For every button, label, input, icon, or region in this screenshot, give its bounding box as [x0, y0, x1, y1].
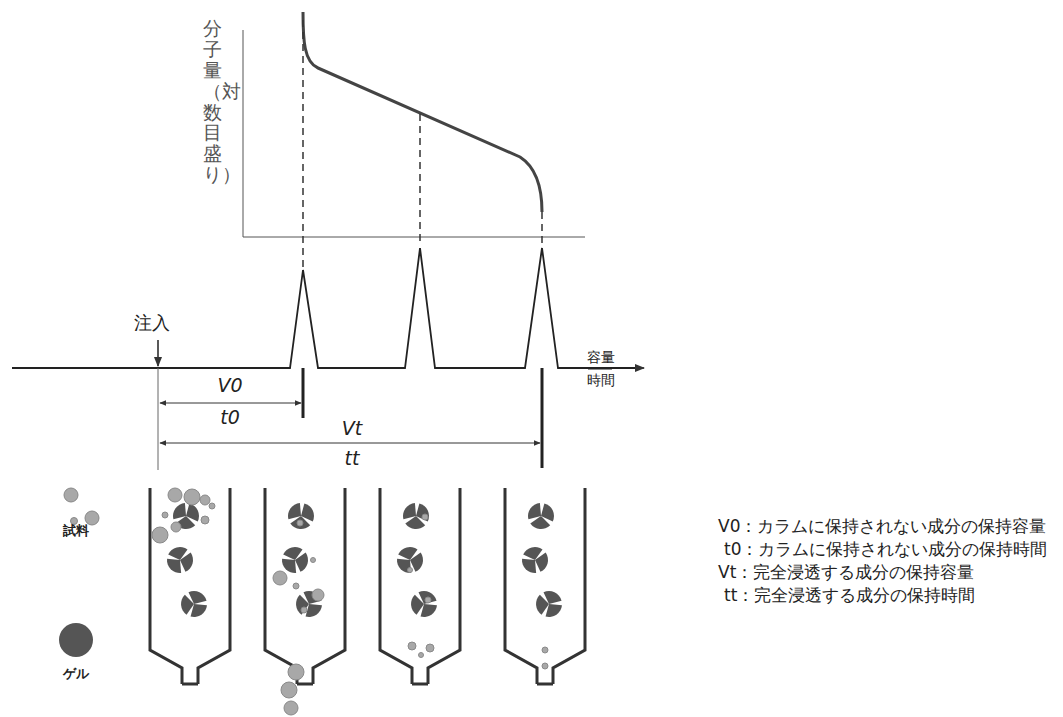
- column-tube: [505, 488, 585, 684]
- sample-particle: [209, 503, 215, 509]
- sample-particle: [426, 644, 434, 652]
- sample-particle: [312, 589, 324, 601]
- definition-note: t0：カラムに保持されない成分の保持時間: [724, 540, 1047, 560]
- sample-particle: [422, 514, 428, 520]
- gel-bead: [162, 542, 198, 578]
- sample-particle: [281, 682, 297, 698]
- sample-particle: [425, 597, 431, 603]
- peak-marker: [541, 368, 544, 468]
- sample-particle: [419, 653, 424, 658]
- inject-arrow: [157, 340, 159, 366]
- sample-particle: [301, 607, 307, 613]
- unit-bar: [588, 369, 612, 370]
- sample-particle: [297, 520, 303, 526]
- gel-bead: [295, 590, 323, 618]
- sample-particle: [408, 642, 416, 650]
- column-tube: [265, 488, 345, 684]
- sample-particle: [200, 495, 210, 505]
- sample-particle: [273, 571, 287, 585]
- chromatogram: [12, 248, 640, 368]
- gel-bead: [170, 500, 202, 532]
- vt-arrow: [160, 443, 540, 444]
- sample-particle: [408, 568, 413, 573]
- time-symbol: tt: [345, 448, 360, 470]
- inject-label: 注入: [134, 313, 170, 334]
- sample-particle: [201, 516, 209, 524]
- sample-particle: [171, 522, 181, 532]
- definition-note: tt：完全浸透する成分の保持時間: [724, 586, 975, 606]
- gel-bead: [525, 500, 557, 532]
- sample-particle: [293, 583, 299, 589]
- sample-particle: [168, 488, 182, 502]
- gel-bead: [517, 542, 553, 578]
- gel-bead: [392, 542, 428, 578]
- column-tube: [380, 488, 460, 684]
- calibration-curve: [303, 12, 542, 212]
- volume-symbol: V0: [217, 375, 242, 397]
- axis-unit: 容量: [587, 349, 615, 365]
- legend-samples: [59, 488, 99, 657]
- inject-line: [158, 368, 159, 470]
- time-symbol: t0: [220, 407, 240, 429]
- sample-particle: [288, 664, 304, 680]
- sample-particle: [542, 647, 548, 653]
- gel-bead: [410, 590, 438, 618]
- sample-particle: [184, 489, 200, 505]
- gel-bead: [535, 590, 563, 618]
- peak-marker: [302, 368, 305, 418]
- column-tube: [150, 488, 230, 684]
- sample-particle: [311, 558, 316, 563]
- volume-symbol: Vt: [342, 418, 362, 440]
- gel-bead: [180, 590, 208, 618]
- legend-label: 試料: [63, 524, 89, 539]
- columns: [150, 488, 585, 715]
- calibration-axes: [243, 30, 585, 237]
- sample-particle: [284, 701, 298, 715]
- gel-bead: [285, 500, 317, 532]
- dashed-guides: [303, 20, 542, 268]
- axis-title: 分子量（対数目盛り）: [203, 18, 222, 185]
- v0-arrow: [160, 403, 301, 404]
- sample-particle: [162, 512, 168, 518]
- sample-particle: [152, 527, 168, 543]
- gel-bead: [400, 500, 432, 532]
- axis-unit: 時間: [587, 372, 615, 388]
- sample-particle: [542, 663, 548, 669]
- definition-note: Vt：完全浸透する成分の保持容量: [718, 563, 974, 583]
- definition-note: V0：カラムに保持されない成分の保持容量: [718, 517, 1046, 537]
- legend-label: ゲル: [63, 667, 89, 682]
